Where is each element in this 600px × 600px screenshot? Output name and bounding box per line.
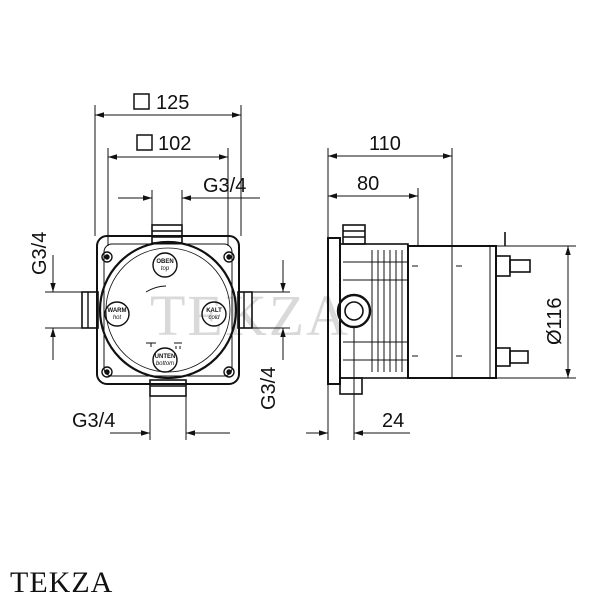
side-spindle-bottom <box>495 347 511 367</box>
label-top-main: OBEN <box>156 259 173 265</box>
screw-hole <box>223 366 235 378</box>
label-bottom-sub: bottom <box>156 361 174 367</box>
label-circle-right <box>201 301 227 327</box>
screw-hole <box>101 251 113 263</box>
side-body <box>339 243 409 379</box>
label-left-sub: hot <box>113 315 122 321</box>
port-bottom <box>149 379 187 397</box>
port-top <box>151 224 183 244</box>
side-view <box>327 224 531 395</box>
side-spindle-top <box>495 255 511 277</box>
port-right <box>237 291 253 329</box>
dim-offset: 24 <box>382 410 404 432</box>
label-bottom-main: UNTEN <box>155 354 176 360</box>
label-circle-top <box>152 252 178 278</box>
dim-depth-total: 110 <box>369 133 401 155</box>
dim-port-top: G3/4 <box>203 175 246 197</box>
label-circle-bottom <box>152 347 178 373</box>
brand-logo-text: TEKZA <box>10 566 114 599</box>
dim-depth-body: 80 <box>357 173 379 195</box>
body-circle <box>98 240 238 380</box>
screw-hole <box>223 251 235 263</box>
dim-port-left: G3/4 <box>29 232 51 275</box>
label-top-sub: top <box>161 266 170 272</box>
side-dimensions <box>306 148 576 440</box>
label-left-main: WARM <box>108 308 127 314</box>
front-view <box>81 224 253 397</box>
side-port-bottom <box>339 377 363 395</box>
label-right-sub: cold <box>208 315 220 321</box>
dim-port-right: G3/4 <box>258 367 280 410</box>
screw-hole <box>101 366 113 378</box>
dim-port-bottom: G3/4 <box>72 410 115 432</box>
front-dimensions <box>45 93 290 440</box>
housing-outer <box>96 235 240 385</box>
housing-inner <box>103 243 233 377</box>
watermark: TEKZA <box>150 283 350 348</box>
side-port-top <box>342 224 366 245</box>
label-right-main: KALT <box>206 308 222 314</box>
dim-width-inner: 102 <box>158 133 191 155</box>
dim-diameter: Ø116 <box>544 298 566 345</box>
dim-width-outer: 125 <box>156 92 189 114</box>
port-left <box>81 291 99 329</box>
label-circle-left <box>104 301 130 327</box>
